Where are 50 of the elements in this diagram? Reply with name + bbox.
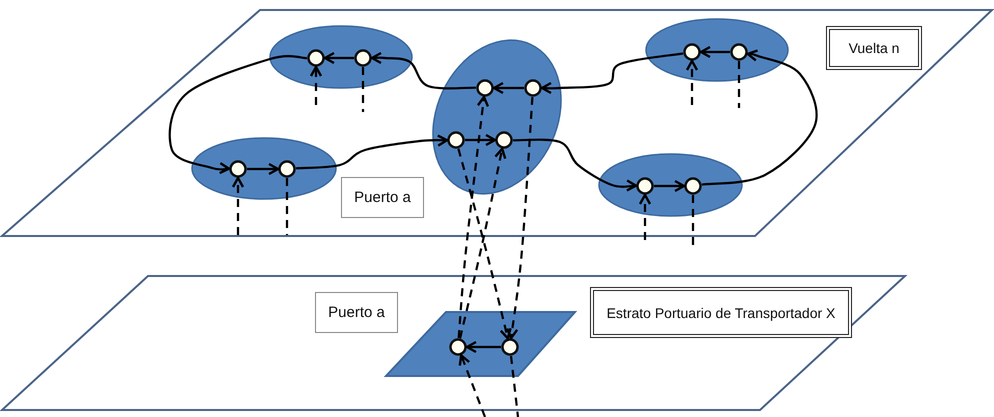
dashed-arrow	[506, 96, 534, 340]
dashed-arrow	[458, 96, 490, 338]
dashed-arrow	[310, 66, 322, 105]
dashed-line	[692, 195, 694, 248]
dashed-arrow	[686, 60, 698, 105]
port-node-circle	[229, 160, 247, 178]
dashed-arrow	[458, 354, 486, 417]
arrow	[324, 52, 354, 64]
port-node-circle	[354, 49, 372, 67]
port-node-circle	[730, 43, 748, 61]
port-node-circle	[636, 177, 654, 195]
arrow	[296, 134, 448, 170]
layer-plane	[0, 8, 994, 238]
arrow	[513, 138, 638, 192]
arrow	[702, 48, 818, 186]
port-plane	[386, 312, 575, 376]
arrow	[466, 340, 501, 354]
port-cluster-ellipse	[269, 25, 413, 89]
layer-title: Estrato Portuario de Transportador X	[590, 287, 852, 338]
dashed-line	[286, 178, 288, 235]
arrow	[700, 46, 730, 58]
port-node-circle	[476, 79, 494, 97]
port-cluster-ellipse	[645, 18, 789, 82]
arrow	[370, 52, 476, 90]
arrow	[247, 162, 280, 176]
port-cluster-ellipse	[598, 153, 743, 217]
dashed-arrow	[638, 194, 652, 240]
port-node-circle	[684, 177, 702, 195]
arrow	[540, 52, 684, 94]
port-cluster-ellipse	[191, 137, 337, 200]
port-label: Puerto a	[315, 292, 398, 333]
port-node-circle	[524, 79, 542, 97]
port-node-circle	[449, 338, 467, 356]
port-node-circle	[447, 131, 465, 149]
arrow	[465, 134, 496, 146]
arrow	[654, 180, 686, 192]
arrow	[168, 55, 308, 175]
port-label: Puerto a	[341, 177, 424, 218]
layer-title: Vuelta n	[826, 26, 922, 70]
port-node-circle	[307, 49, 325, 67]
port-node-circle	[501, 338, 519, 356]
port-cluster-ellipse	[433, 40, 561, 194]
arrow	[492, 82, 524, 94]
dashed-line	[510, 356, 520, 417]
dashed-arrow	[232, 176, 244, 235]
port-node-circle	[495, 131, 513, 149]
dashed-line	[362, 67, 364, 112]
port-node-circle	[278, 160, 296, 178]
port-node-circle	[683, 43, 701, 61]
dashed-line	[738, 61, 740, 108]
